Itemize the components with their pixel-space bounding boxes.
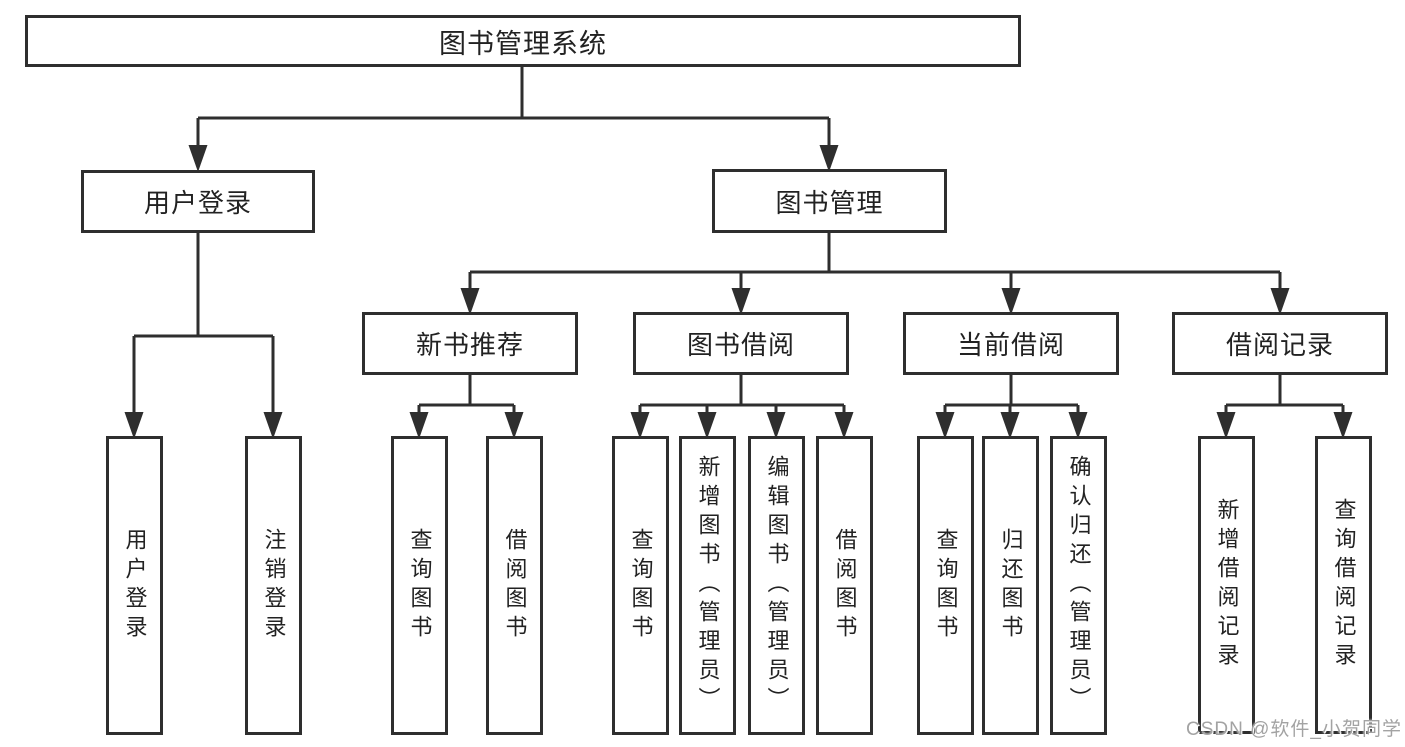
arrowheads [124, 145, 1353, 439]
leaf-recommend-borrow-books: 借阅图书 [486, 436, 543, 735]
connector-elbows [132, 67, 1345, 416]
leaf-query-borrow-record: 查询借阅记录 [1315, 436, 1372, 734]
leaf-borrow-query-books: 查询图书 [612, 436, 669, 735]
csdn-watermark: CSDN @软件_小贺同学 [1186, 719, 1402, 740]
node-new-book-recommendation: 新书推荐 [362, 312, 578, 375]
leaf-current-query-books: 查询图书 [917, 436, 974, 735]
leaf-add-books-admin: 新增图书（管理员） [679, 436, 736, 735]
leaf-user-login: 用户登录 [106, 436, 163, 735]
node-borrowing-records: 借阅记录 [1172, 312, 1388, 375]
leaf-borrow-books: 借阅图书 [816, 436, 873, 735]
node-book-management: 图书管理 [712, 169, 947, 233]
node-current-borrowing: 当前借阅 [903, 312, 1119, 375]
node-library-management-system: 图书管理系统 [25, 15, 1021, 67]
leaf-edit-books-admin: 编辑图书（管理员） [748, 436, 805, 735]
node-user-login: 用户登录 [81, 170, 315, 233]
leaf-logout: 注销登录 [245, 436, 302, 735]
leaf-recommend-query-books: 查询图书 [391, 436, 448, 735]
node-book-borrowing: 图书借阅 [633, 312, 849, 375]
leaf-add-borrow-record: 新增借阅记录 [1198, 436, 1255, 734]
leaf-confirm-return-admin: 确认归还（管理员） [1050, 436, 1107, 735]
leaf-return-books: 归还图书 [982, 436, 1039, 735]
